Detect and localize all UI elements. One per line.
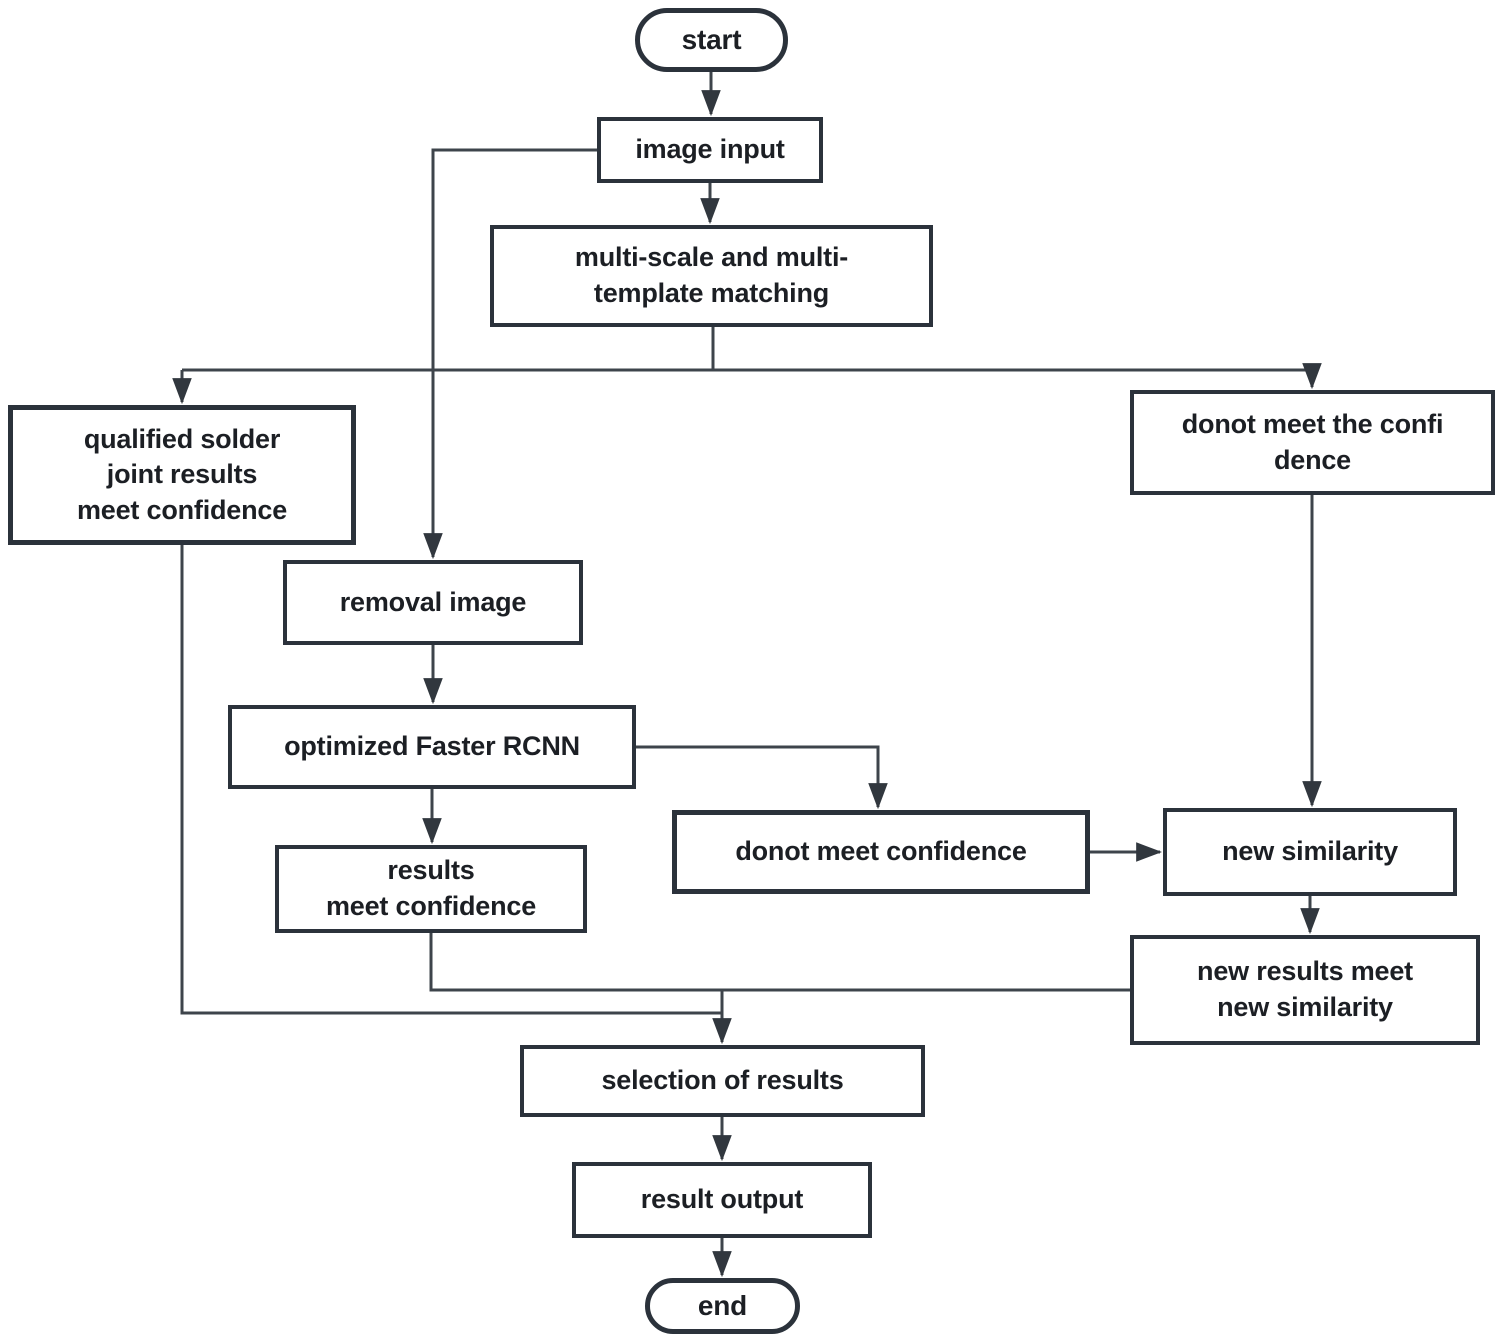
node-image-input: image input — [597, 117, 823, 183]
node-start: start — [635, 8, 788, 72]
node-donot-meet-confidence: donot meet confidence — [672, 810, 1090, 894]
node-new-results-meet-new-similarity: new results meet new similarity — [1130, 935, 1480, 1045]
edge-qualified-rail — [180, 545, 722, 1015]
edge-resultsmeet-rail — [429, 933, 1130, 992]
node-results-meet-confidence: results meet confidence — [275, 845, 587, 933]
node-removal-image: removal image — [283, 560, 583, 645]
node-optimized-faster-rcnn: optimized Faster RCNN — [228, 705, 636, 789]
edge-imageinput-removal — [423, 148, 597, 560]
node-end: end — [645, 1278, 800, 1334]
node-result-output: result output — [572, 1162, 872, 1238]
node-selection-of-results: selection of results — [520, 1045, 925, 1117]
node-multiscale-template-matching: multi-scale and multi- template matching — [490, 225, 933, 327]
node-new-similarity: new similarity — [1163, 808, 1457, 896]
node-qualified-solder-joint-results: qualified solder joint results meet conf… — [8, 405, 356, 545]
node-donot-meet-the-confidence: donot meet the confi dence — [1130, 390, 1495, 495]
edge-rcnn-donotconf2 — [636, 745, 888, 810]
